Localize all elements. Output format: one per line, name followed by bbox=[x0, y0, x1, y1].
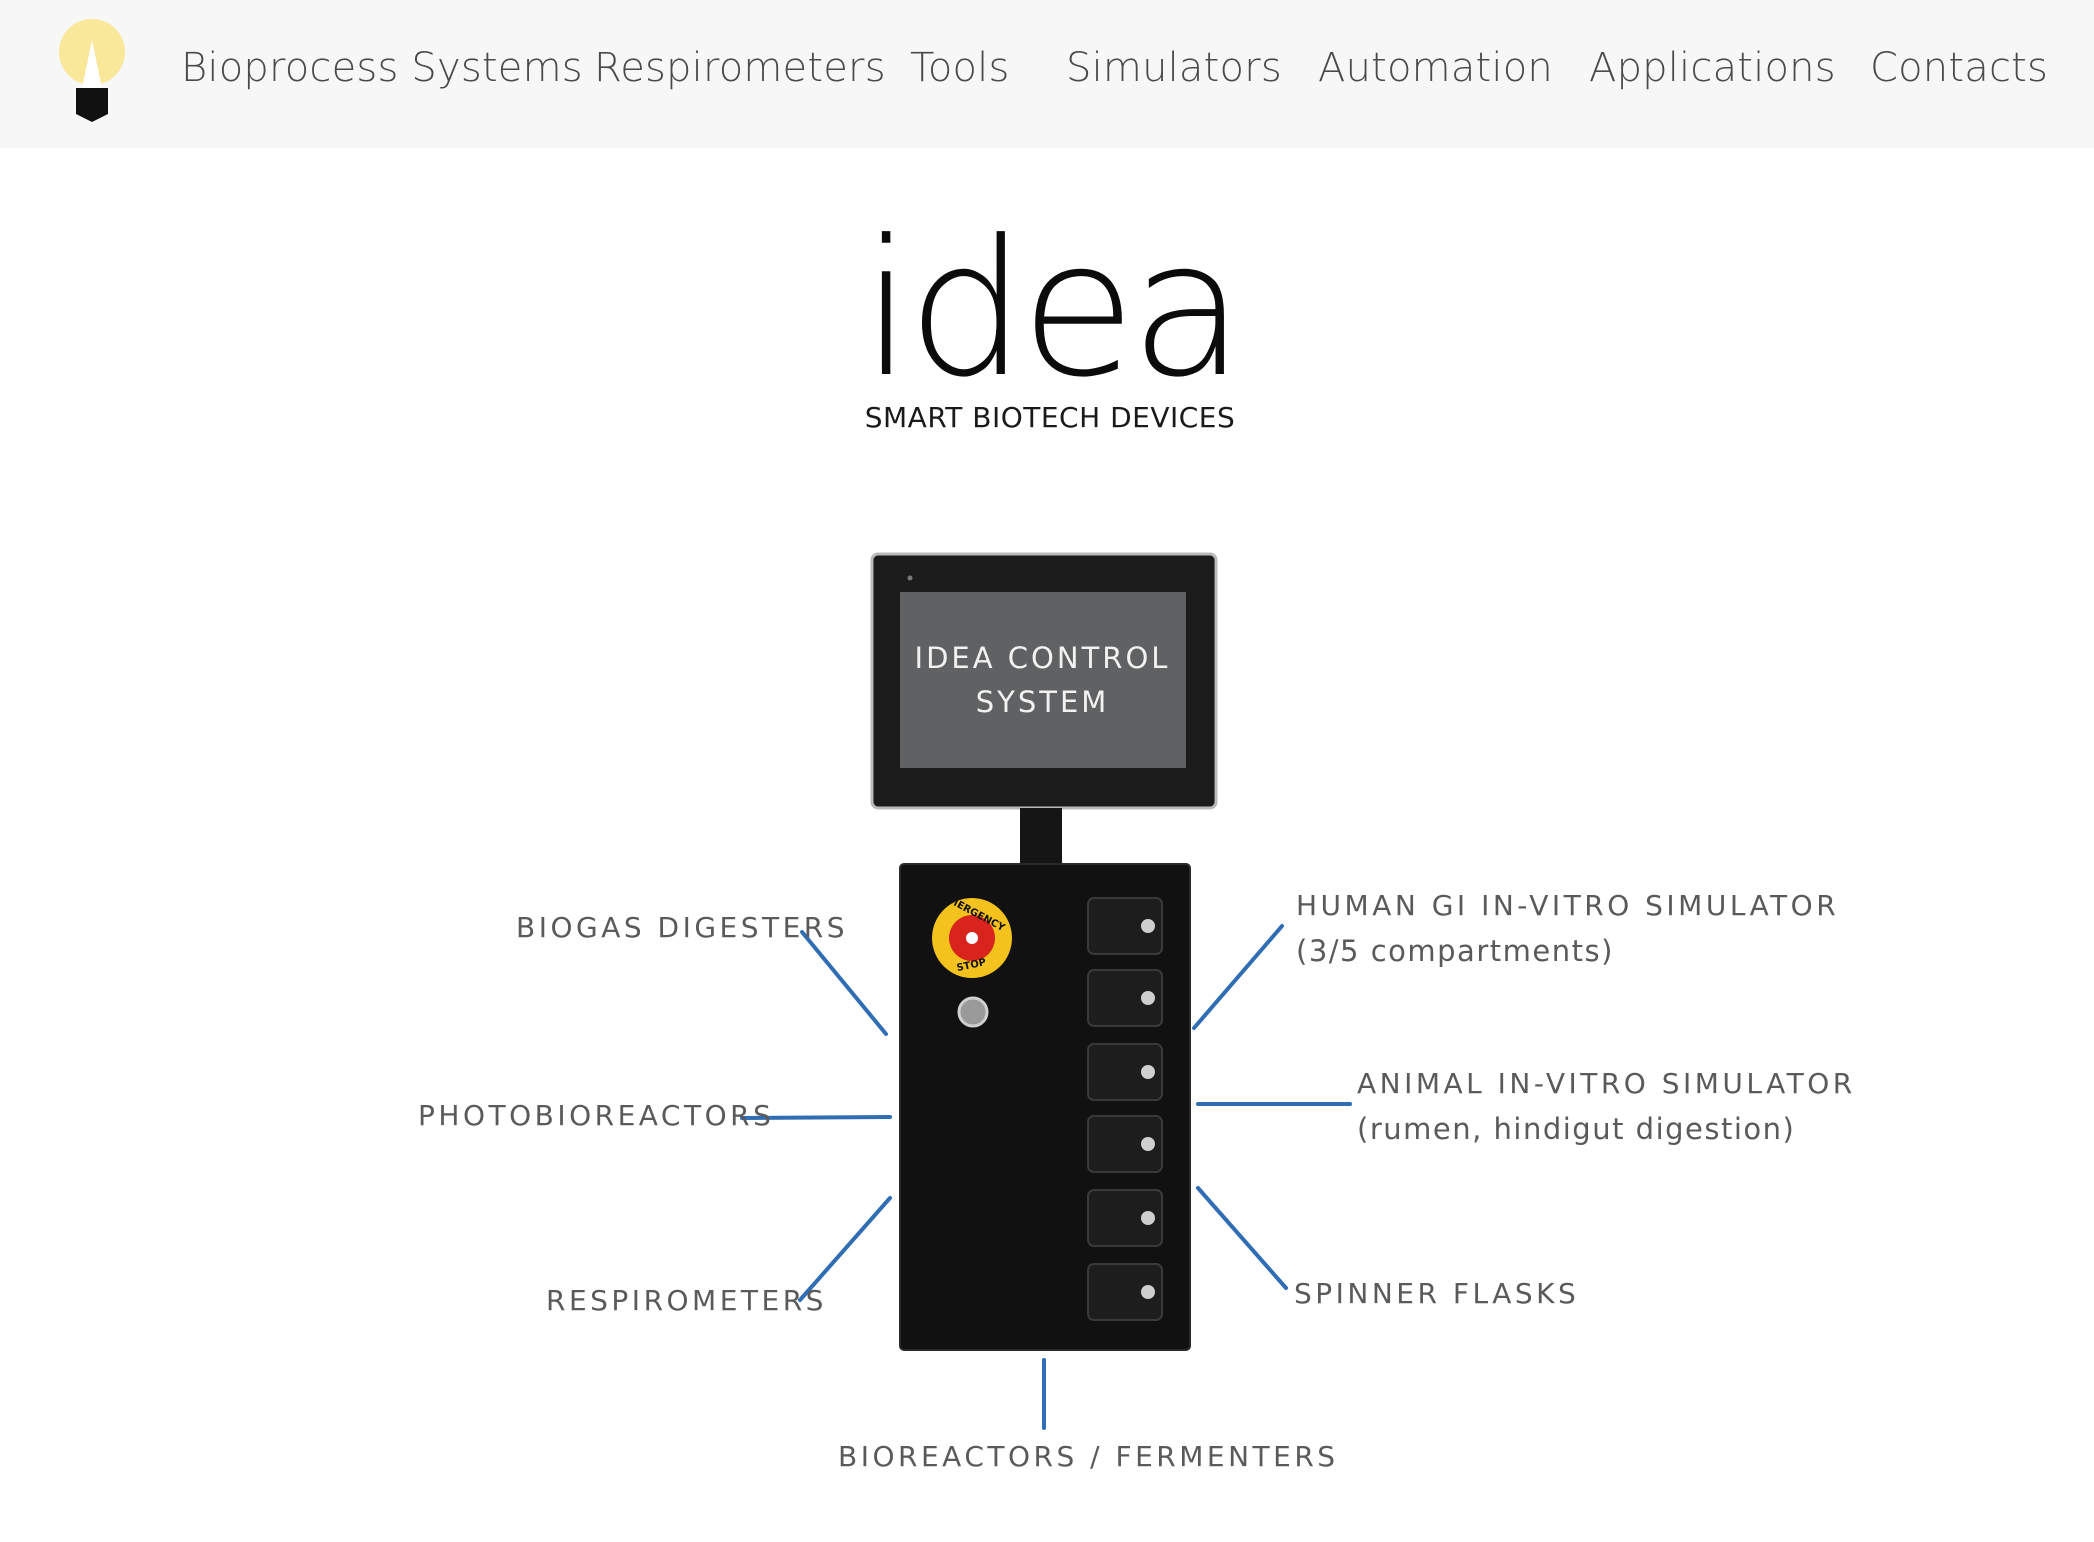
nav-automation[interactable]: Automation bbox=[1318, 45, 1553, 91]
nav-applications[interactable]: Applications bbox=[1589, 45, 1836, 91]
socket-knobs bbox=[1141, 919, 1155, 1299]
top-navbar: Bioprocess Systems Respirometers Tools S… bbox=[0, 0, 2094, 148]
brand-logo-wordmark: idea bbox=[860, 200, 1245, 419]
power-button bbox=[957, 996, 989, 1028]
label-biogas-digesters: BIOGAS DIGESTERS bbox=[516, 911, 849, 944]
label-spinner-flasks: SPINNER FLASKS bbox=[1294, 1277, 1580, 1310]
label-respirometers: RESPIROMETERS bbox=[546, 1284, 827, 1317]
label-human-gi-simulator: HUMAN GI IN-VITRO SIMULATOR bbox=[1296, 889, 1840, 922]
label-animal-sub: (rumen, hindigut digestion) bbox=[1357, 1112, 1796, 1146]
connector-lines bbox=[740, 924, 1352, 1430]
monitor-pole bbox=[1020, 808, 1062, 870]
label-animal-simulator: ANIMAL IN-VITRO SIMULATOR bbox=[1357, 1067, 1856, 1100]
nav-respirometers[interactable]: Respirometers bbox=[594, 45, 886, 91]
label-human-gi-sub: (3/5 compartments) bbox=[1296, 934, 1614, 968]
screen-line-1: IDEA CONTROL bbox=[914, 641, 1171, 675]
socket-connectors bbox=[1087, 897, 1163, 1321]
emergency-stop-button bbox=[932, 898, 1012, 978]
nav-contacts[interactable]: Contacts bbox=[1870, 45, 2049, 91]
label-bioreactors-fermenters: BIOREACTORS / FERMENTERS bbox=[838, 1440, 1339, 1473]
logo-bulb-icon[interactable] bbox=[56, 18, 128, 126]
screen-label: IDEA CONTROL SYSTEM bbox=[900, 636, 1185, 724]
screen-line-2: SYSTEM bbox=[975, 685, 1110, 719]
nav-tools[interactable]: Tools bbox=[910, 45, 1010, 91]
nav-simulators[interactable]: Simulators bbox=[1066, 45, 1282, 91]
nav-bioprocess-systems[interactable]: Bioprocess Systems bbox=[181, 45, 583, 91]
brand-tagline: SMART BIOTECH DEVICES bbox=[864, 401, 1236, 434]
label-photobioreactors: PHOTOBIOREACTORS bbox=[418, 1099, 775, 1132]
control-monitor bbox=[870, 552, 1218, 810]
